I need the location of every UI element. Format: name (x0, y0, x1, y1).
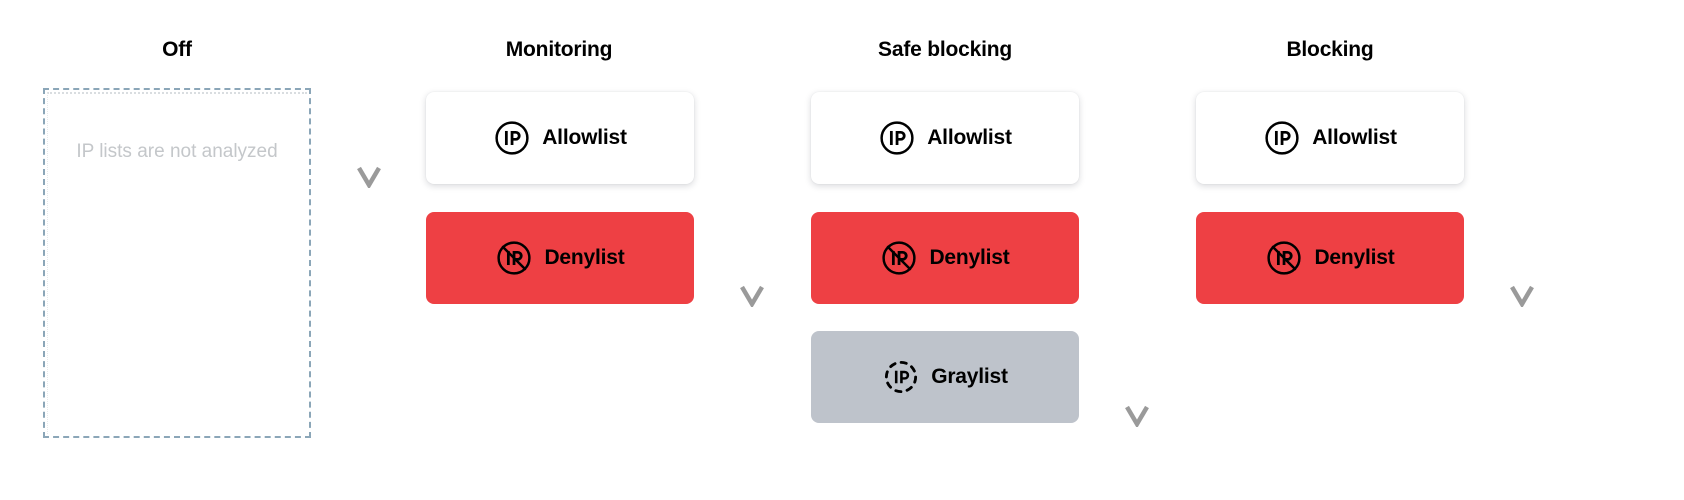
card-label: Denylist (544, 246, 625, 269)
card-label: Denylist (1314, 246, 1395, 269)
card-label: Allowlist (927, 126, 1012, 149)
card-monitoring-denylist[interactable]: Denylist (426, 212, 694, 304)
card-content: Denylist (1265, 239, 1395, 277)
off-empty-state-panel: IP lists are not analyzed (43, 88, 311, 438)
card-label: Allowlist (1312, 126, 1397, 149)
arrow-blocking-end (1505, 85, 1539, 307)
ip-circle-icon (880, 121, 914, 155)
card-content: Allowlist (1263, 119, 1397, 157)
card-monitoring-allowlist[interactable]: Allowlist (426, 92, 694, 184)
ip-circle-icon (495, 121, 529, 155)
arrow-off-to-monitoring (352, 85, 386, 188)
column-title-blocking: Blocking (1286, 38, 1374, 61)
ip-circle-slash-icon (882, 241, 917, 275)
ip-circle-icon (1265, 121, 1299, 155)
card-content: Graylist (882, 358, 1008, 396)
ip-dashed-circle-icon (885, 360, 918, 394)
card-content: Allowlist (878, 119, 1012, 157)
column-title-safe-blocking: Safe blocking (878, 38, 1012, 61)
card-label: Graylist (931, 365, 1008, 388)
ip-circle-slash-icon (1267, 241, 1302, 275)
off-empty-state-inner-border (47, 92, 307, 434)
column-title-off: Off (162, 38, 192, 61)
arrow-monitoring-to-safe-blocking (735, 85, 769, 307)
arrow-safe-blocking-to-blocking (1120, 85, 1154, 427)
column-title-monitoring: Monitoring (505, 38, 613, 61)
card-safe-blocking-allowlist[interactable]: Allowlist (811, 92, 1079, 184)
card-safe-blocking-graylist[interactable]: Graylist (811, 331, 1079, 423)
card-label: Allowlist (542, 126, 627, 149)
card-label: Denylist (929, 246, 1010, 269)
card-blocking-denylist[interactable]: Denylist (1196, 212, 1464, 304)
card-content: Allowlist (493, 119, 627, 157)
card-blocking-allowlist[interactable]: Allowlist (1196, 92, 1464, 184)
card-content: Denylist (880, 239, 1010, 277)
card-safe-blocking-denylist[interactable]: Denylist (811, 212, 1079, 304)
ip-circle-slash-icon (497, 241, 532, 275)
off-empty-state-text: IP lists are not analyzed (76, 141, 278, 162)
card-content: Denylist (495, 239, 625, 277)
